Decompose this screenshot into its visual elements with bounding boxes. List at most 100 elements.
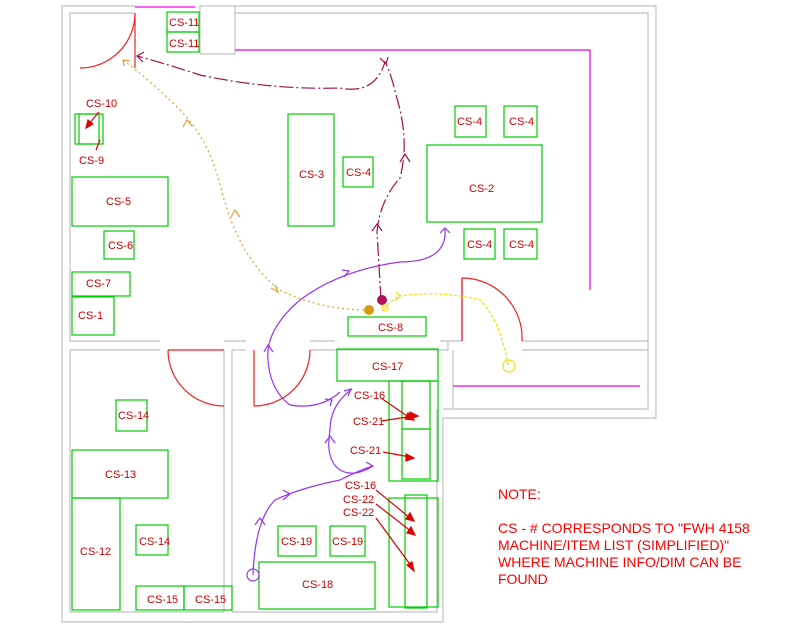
leader-cs22b [375, 517, 413, 568]
label-cs17: CS-17 [372, 361, 403, 373]
label-cs18: CS-18 [302, 579, 333, 591]
machine-cs12[interactable] [71, 497, 121, 611]
note-line-3: WHERE MACHINE INFO/DIM CAN BE [498, 554, 742, 570]
inner-wall-top [69, 12, 160, 342]
leader-cs22a [375, 503, 413, 533]
label-cs5: CS-5 [106, 196, 131, 208]
leader-cs16b-head [405, 511, 416, 522]
path-purple-3 [252, 465, 374, 576]
note-title: NOTE: [498, 486, 541, 502]
yellow-start-circle[interactable] [502, 359, 516, 373]
orange-dot[interactable] [364, 305, 374, 315]
note-line-2: MACHINE/ITEM LIST (SIMPLIFIED)" [498, 537, 730, 553]
arrow-purple-3 [263, 343, 274, 353]
machine-cs4b[interactable] [454, 105, 487, 138]
label-cs21a: CS-21 [353, 416, 384, 428]
leader-cs21a-head [409, 410, 420, 420]
arrow-purple-6 [324, 434, 336, 444]
pillar [199, 5, 236, 55]
label-cs4c: CS-4 [509, 116, 534, 128]
machine-cs21-inner-b [401, 428, 431, 480]
arrow-purple-4 [324, 398, 333, 407]
machine-cs21-inner-a [401, 380, 431, 430]
maroon-dot[interactable] [377, 295, 387, 305]
machine-cs4e[interactable] [503, 228, 538, 260]
machine-cs3[interactable] [287, 113, 335, 227]
machine-cs18[interactable] [258, 561, 376, 610]
label-cs16a: CS-16 [354, 390, 385, 402]
label-cs4b: CS-4 [457, 116, 482, 128]
path-orange [122, 59, 370, 311]
arrow-orange-2 [230, 208, 241, 218]
yellow-dot-small[interactable] [381, 304, 389, 312]
label-cs14b: CS-14 [139, 536, 170, 548]
machine-cs10-inner [78, 113, 100, 145]
path-yellow [383, 293, 509, 366]
leader-cs22a-head [406, 525, 417, 536]
path-purple-1 [267, 227, 446, 407]
machine-cs14b[interactable] [135, 524, 169, 556]
machine-cs11b[interactable] [166, 31, 200, 53]
leader-cs9 [95, 139, 101, 151]
path-arrows [122, 51, 451, 526]
arrow-purple-9 [254, 516, 266, 526]
leader-cs21b-head [405, 453, 416, 462]
location-markers [246, 295, 516, 582]
arrow-maroon-2 [399, 152, 411, 163]
machines [71, 11, 543, 611]
label-cs15b: CS-15 [195, 594, 226, 606]
label-cs22b: CS-22 [343, 507, 374, 519]
leader-arrows [85, 111, 420, 573]
door-left-room [167, 349, 225, 407]
arrow-maroon-4 [136, 51, 145, 63]
label-cs14a: CS-14 [118, 410, 149, 422]
machine-cs1[interactable] [71, 296, 115, 336]
arrow-orange-3 [182, 118, 193, 128]
machine-cs22-frame[interactable] [388, 497, 439, 608]
label-cs4d: CS-4 [467, 239, 492, 251]
purple-start-circle[interactable] [246, 568, 260, 582]
label-cs8: CS-8 [378, 322, 403, 334]
machine-cs17[interactable] [336, 348, 439, 382]
arrow-maroon-3 [379, 56, 389, 66]
machine-cs8[interactable] [347, 316, 427, 337]
machine-cs2[interactable] [426, 144, 543, 223]
leader-cs16a [380, 397, 411, 419]
label-cs16b: CS-16 [345, 480, 376, 492]
arrow-purple-5 [343, 388, 353, 397]
label-cs12: CS-12 [80, 546, 111, 558]
machine-cs7[interactable] [71, 271, 131, 297]
arrow-maroon-1 [371, 222, 383, 232]
label-cs4a: CS-4 [346, 167, 371, 179]
label-cs15a: CS-15 [147, 594, 178, 606]
arrow-purple-2 [341, 269, 351, 278]
machine-cs5[interactable] [71, 176, 169, 227]
arrow-purple-8 [282, 489, 292, 501]
label-cs21b: CS-21 [350, 445, 381, 457]
machine-cs21-frame[interactable] [388, 380, 439, 482]
leader-cs10-head [85, 118, 95, 130]
machine-cs19a[interactable] [277, 525, 317, 557]
machine-cs4d[interactable] [463, 228, 496, 260]
note-line-1: CS - # CORRESPONDS TO "FWH 4158 [498, 520, 750, 536]
door-mid-room [253, 349, 311, 407]
lower-mid-room-c [310, 341, 449, 351]
lower-mid-room-b [231, 350, 438, 613]
door-right [461, 277, 523, 342]
machine-cs4a[interactable] [342, 156, 374, 188]
machine-cs4c[interactable] [503, 105, 538, 138]
label-cs6: CS-6 [108, 240, 133, 252]
arrow-orange-4 [122, 59, 131, 67]
machine-cs19b[interactable] [329, 525, 366, 557]
label-cs2: CS-2 [469, 183, 494, 195]
machine-cs15b[interactable] [183, 585, 233, 611]
label-cs4e: CS-4 [509, 239, 534, 251]
walls [61, 5, 657, 623]
label-cs19a: CS-19 [281, 536, 312, 548]
arrow-orange-1 [270, 284, 280, 294]
machine-cs14a[interactable] [115, 399, 148, 432]
outer-wall-top [61, 5, 657, 623]
machine-cs6[interactable] [103, 230, 135, 260]
partition-top [235, 49, 591, 290]
